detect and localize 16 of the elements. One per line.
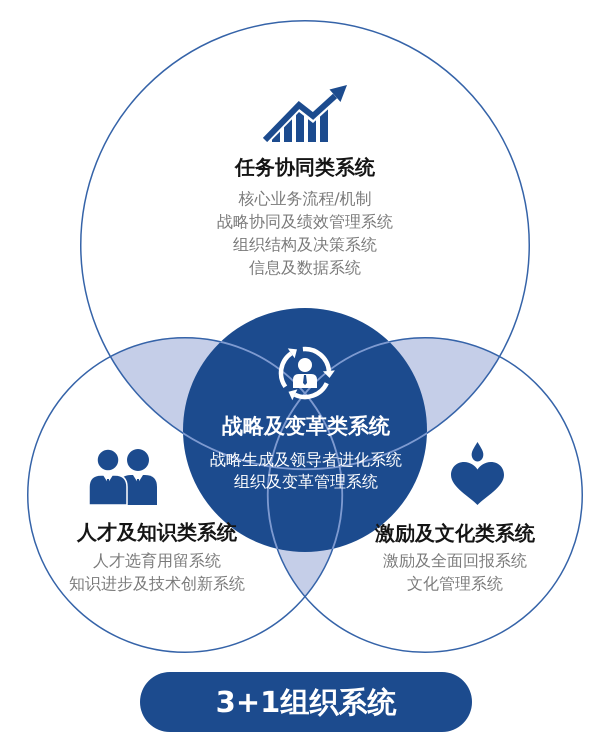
system-item: 文化管理系统 [407, 573, 503, 595]
system-item: 战略生成及领导者进化系统 [210, 449, 402, 471]
circle-heading: 战略及变革类系统 [222, 413, 390, 439]
system-item: 激励及全面回报系统 [383, 550, 527, 572]
system-item: 组织结构及决策系统 [233, 234, 377, 256]
system-item: 人才选育用留系统 [93, 550, 221, 572]
system-item: 组织及变革管理系统 [234, 471, 378, 493]
circle-heading: 激励及文化类系统 [375, 520, 535, 546]
venn-circle [80, 20, 530, 470]
system-item: 核心业务流程/机制 [238, 188, 372, 210]
circle-heading: 人才及知识类系统 [77, 519, 237, 545]
circle-heading: 任务协同类系统 [235, 154, 375, 180]
system-item: 战略协同及绩效管理系统 [217, 211, 393, 233]
system-item: 知识进步及技术创新系统 [69, 573, 245, 595]
system-item: 信息及数据系统 [249, 257, 361, 279]
banner-text: 3+1组织系统 [216, 684, 396, 720]
